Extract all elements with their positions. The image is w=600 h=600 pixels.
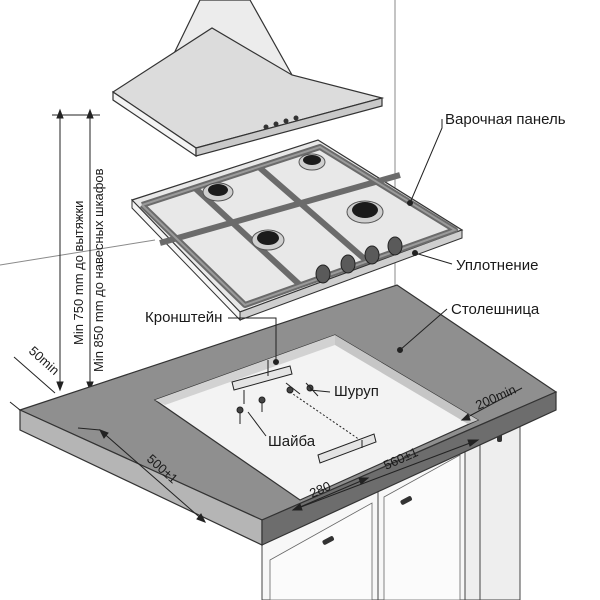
hood-button-icon	[293, 115, 299, 121]
knob-icon	[364, 245, 380, 265]
burner-icon	[303, 155, 321, 165]
hood-button-icon	[283, 118, 289, 124]
countertop-label: Столешница	[451, 301, 540, 318]
hood-button-icon	[263, 124, 269, 130]
clearance-arrows	[52, 108, 100, 392]
screw-head-icon	[286, 386, 294, 394]
cabinet-handle-icon	[322, 536, 335, 545]
range-hood	[111, 0, 385, 158]
hob-label: Варочная панель	[445, 111, 566, 128]
screw-head-icon	[258, 396, 266, 404]
seal-label: Уплотнение	[456, 257, 538, 274]
washer-label: Шайба	[268, 433, 316, 450]
cabinet-handle-icon	[400, 496, 413, 505]
bracket-label: Кронштейн	[145, 309, 222, 326]
knob-icon	[387, 236, 403, 256]
gas-hob	[130, 139, 464, 322]
screw-label: Шуруп	[334, 383, 379, 400]
leader-lines	[228, 119, 453, 437]
screw-head-icon	[236, 406, 244, 414]
hood-clearance-label: Min 750 mm до вытяжки	[71, 201, 86, 345]
burner-icon	[208, 184, 228, 196]
bracket-assembly	[231, 360, 377, 464]
burner-icon	[352, 202, 378, 218]
knob-icon	[340, 254, 356, 274]
hood-button-icon	[273, 121, 279, 127]
cabinet-clearance-label: Min 850 mm до навесных шкафов	[91, 168, 106, 372]
burner-icon	[257, 231, 279, 245]
knob-icon	[315, 264, 331, 284]
dimension-lines	[9, 356, 523, 523]
countertop	[18, 284, 558, 546]
